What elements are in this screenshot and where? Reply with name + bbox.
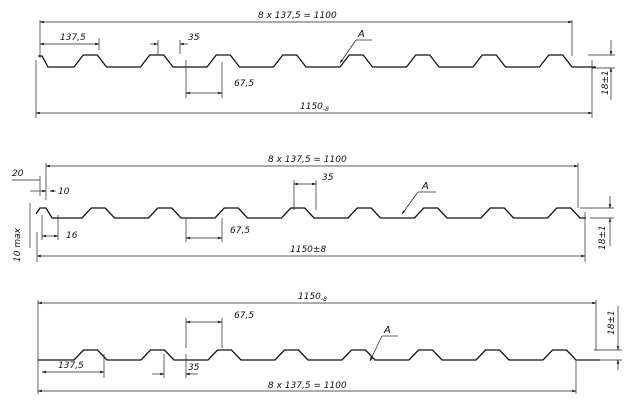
profile-2-height-dimension: 18±1 — [598, 225, 608, 250]
profile-1-total-dimension: 8 x 137,5 = 1100 — [258, 11, 337, 21]
profile-3-total-dimension: 8 x 137,5 = 1100 — [268, 381, 347, 391]
profile-1-width-dimension: 1150-8 — [300, 102, 329, 113]
profile-2-width-dimension: 1150±8 — [290, 245, 326, 255]
profile-1-outline — [38, 54, 596, 68]
profile-1-label-a: A — [357, 29, 365, 40]
profile-3-label-a: A — [383, 325, 391, 336]
profile-2-dim-10max: 10 max — [13, 227, 23, 262]
profile-3-height-dimension: 18±1 — [607, 310, 617, 335]
profile-2-outline — [35, 207, 586, 219]
profile-3-pitch-dimension: 137,5 — [58, 361, 84, 371]
profile-2-total-dimension: 8 x 137,5 = 1100 — [268, 155, 347, 165]
profile-1-bottom-dimension: 67,5 — [234, 79, 254, 89]
profile-2-dim-10: 10 — [58, 187, 70, 197]
profile-3-bottom-dimension: 67,5 — [234, 311, 254, 321]
profile-3: 1150-8 67,5 18±1 A 137,5 35 8 x 137,5 = … — [37, 292, 622, 394]
profile-2-label-a: A — [421, 181, 429, 192]
profile-3-top-dimension: 35 — [188, 363, 200, 373]
profile-3-width-dimension: 1150-8 — [298, 292, 327, 303]
profile-2: 8 x 137,5 = 1100 20 10 10 max 16 35 67,5… — [12, 155, 614, 262]
profile-2-dim-16: 16 — [66, 231, 78, 241]
profile-2-top-dimension: 35 — [322, 173, 334, 183]
profile-3-outline — [38, 349, 600, 361]
profile-2-dim-20: 20 — [12, 169, 24, 179]
profile-1-height-dimension: 18±1 — [601, 70, 611, 95]
profile-1-pitch-dimension: 137,5 — [60, 33, 86, 43]
profile-1-top-dimension: 35 — [188, 33, 200, 43]
profile-2-bottom-dimension: 67,5 — [230, 226, 250, 236]
profile-1: 8 x 137,5 = 1100 137,5 35 67,5 1150-8 18… — [35, 11, 615, 118]
